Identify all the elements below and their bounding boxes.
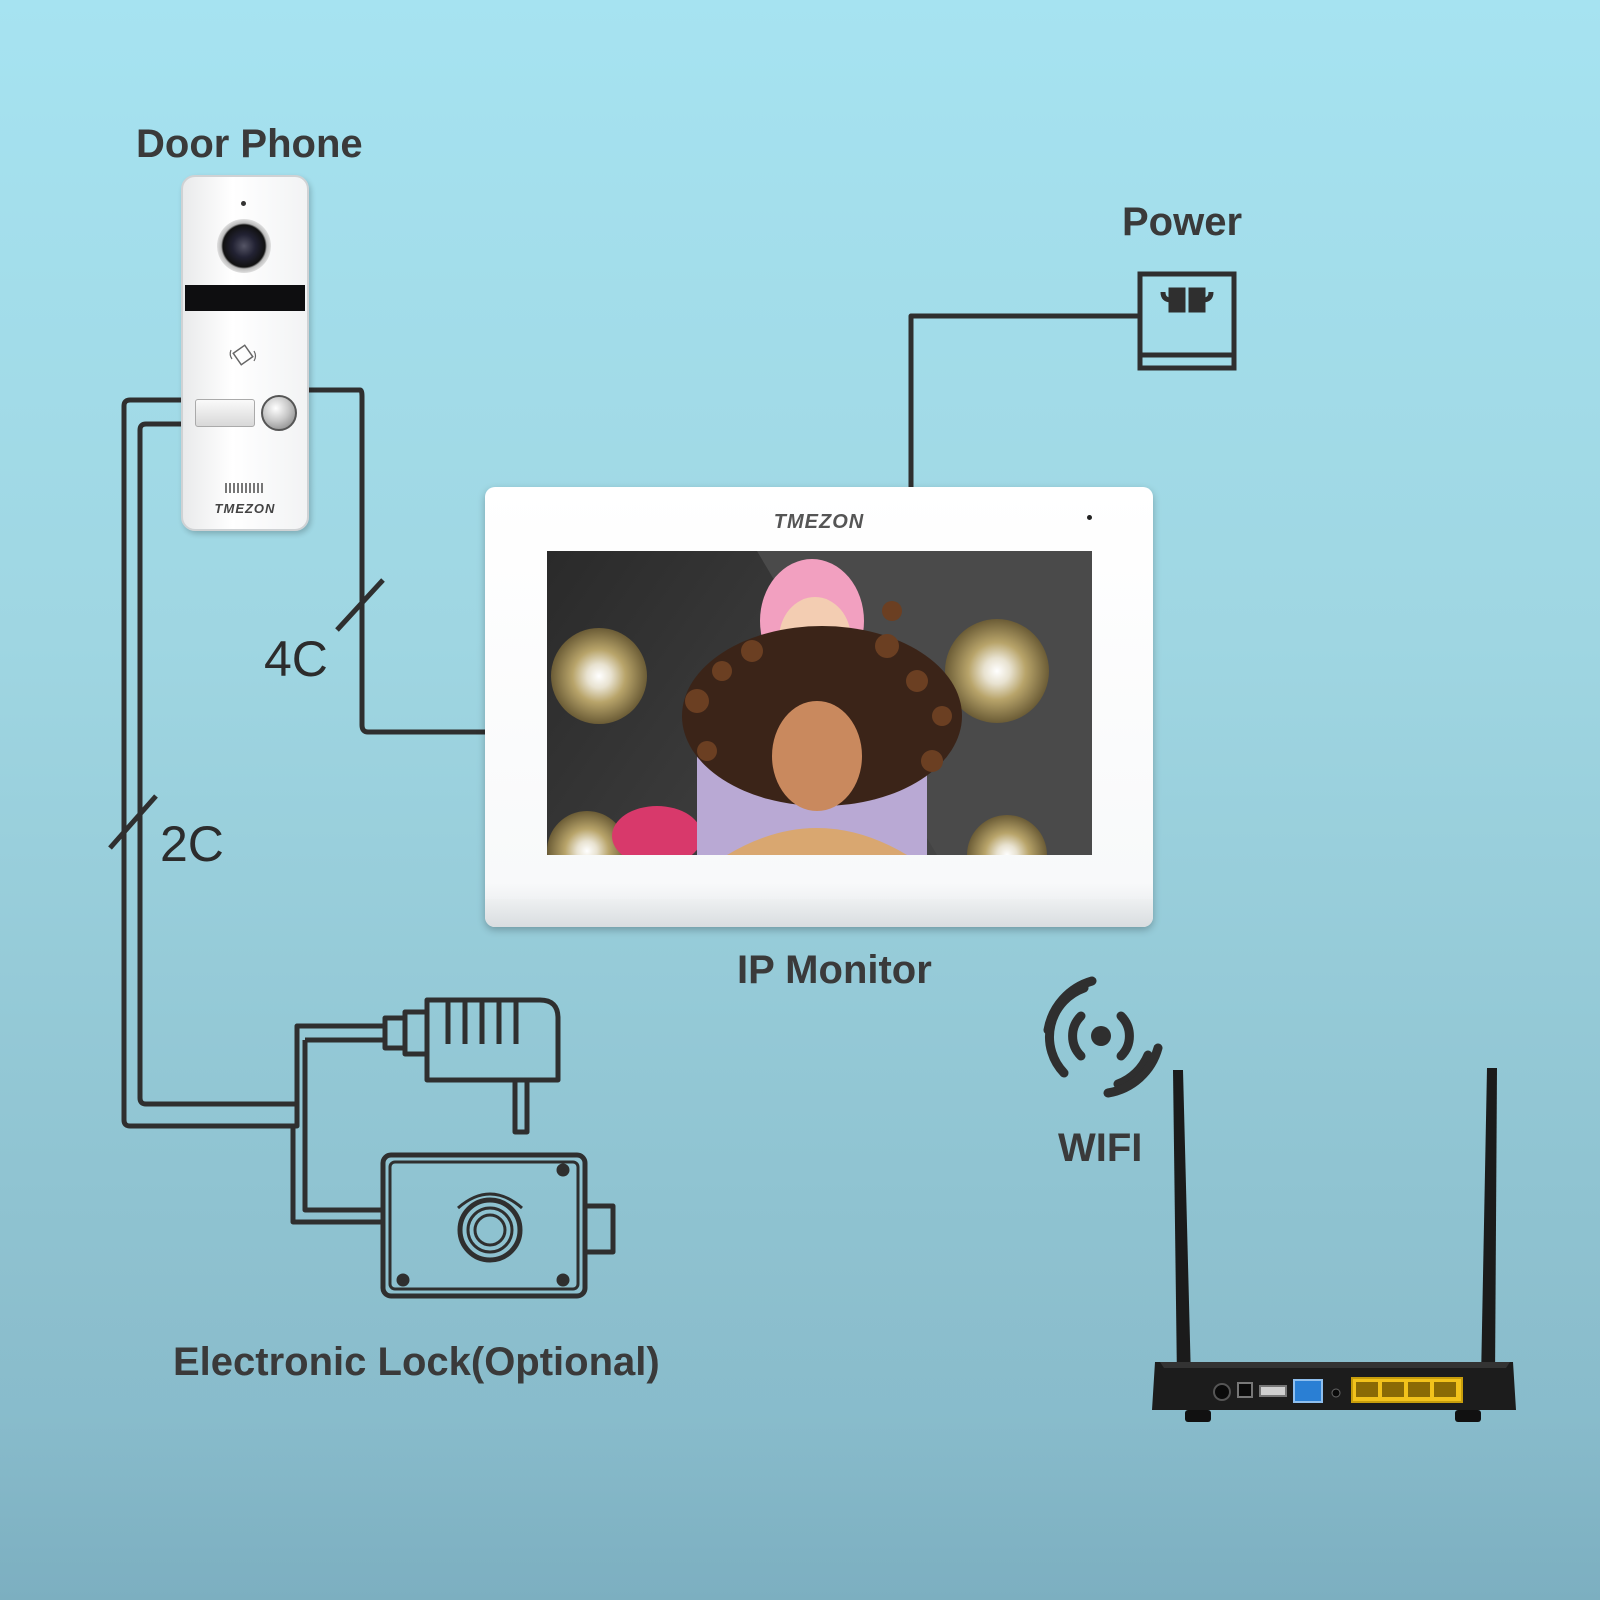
door-phone-brand: TMEZON xyxy=(214,501,276,516)
cable-2c-inner xyxy=(137,421,297,1107)
wire-4c-label: 4C xyxy=(264,631,328,687)
door-phone-device: TMEZON xyxy=(181,175,309,531)
ir-sensor-strip xyxy=(185,285,305,311)
monitor-screen xyxy=(547,551,1092,855)
cable-2c-outer xyxy=(121,397,385,1129)
slash-4c xyxy=(335,578,385,632)
cable-lock-outer xyxy=(290,1126,383,1225)
wifi-icon xyxy=(1043,976,1163,1098)
ip-monitor-device: TMEZON xyxy=(485,487,1153,927)
electronic-lock-icon xyxy=(380,1152,616,1299)
cable-power xyxy=(908,313,1140,487)
screen-photo xyxy=(547,551,1092,855)
call-button xyxy=(261,395,297,431)
name-card-slot xyxy=(195,399,255,427)
power-adapter-icon xyxy=(382,997,561,1135)
router-icon xyxy=(1152,1068,1516,1422)
camera-lens-icon xyxy=(217,219,271,273)
floor-shadow xyxy=(0,1290,1600,1600)
power-socket-icon xyxy=(1137,271,1237,371)
cable-4c xyxy=(307,387,485,735)
monitor-sensor-dot xyxy=(1087,515,1092,520)
door-phone-label: Door Phone xyxy=(136,122,363,166)
ip-monitor-label: IP Monitor xyxy=(737,948,932,992)
microphone-icon xyxy=(241,201,246,206)
wifi-label: WIFI xyxy=(1058,1126,1143,1170)
monitor-brand: TMEZON xyxy=(773,511,865,533)
rfid-card-icon xyxy=(229,344,257,366)
wire-2c-label: 2C xyxy=(160,816,224,872)
slash-2c xyxy=(108,794,158,850)
cable-lock-inner-down xyxy=(302,1040,383,1213)
electronic-lock-label: Electronic Lock(Optional) xyxy=(173,1340,660,1384)
monitor-base xyxy=(485,899,1153,927)
power-label: Power xyxy=(1122,200,1243,244)
speaker-grille xyxy=(225,483,263,493)
